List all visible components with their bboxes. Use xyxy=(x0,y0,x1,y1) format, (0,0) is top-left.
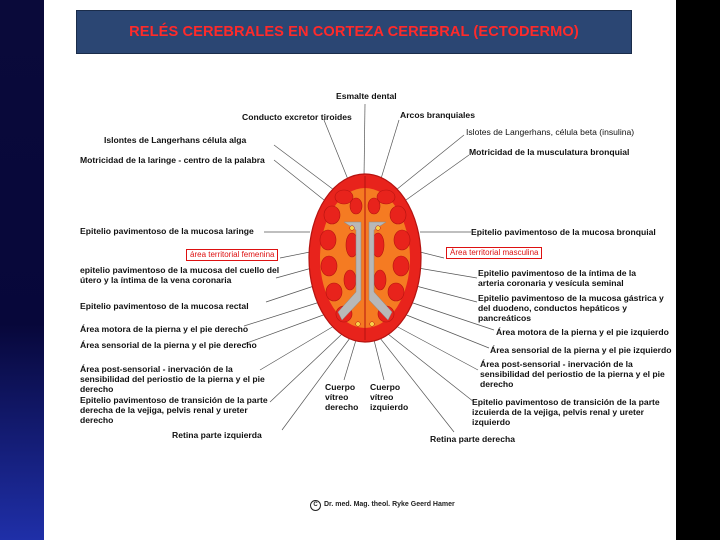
label-islotes-beta: Islotes de Langerhans, célula beta (insu… xyxy=(466,127,635,137)
tag-area-masculina: Área territorial masculina xyxy=(446,247,543,259)
label-post-sensorial-izquierdo: Área post-sensorial - inervación de la s… xyxy=(480,359,665,389)
copyright-text: Dr. med. Mag. theol. Ryke Geerd Hamer xyxy=(324,501,455,508)
relay-blobs xyxy=(319,189,411,323)
label-epitelio-vejiga-izquierdo: Epitelio pavimentoso de transición de la… xyxy=(472,397,660,427)
right-decor-bar xyxy=(676,0,720,540)
relay-blob xyxy=(392,255,410,277)
relay-blob xyxy=(349,197,363,215)
relay-blob xyxy=(367,197,381,215)
leader-line xyxy=(243,313,327,345)
label-sensorial-izquierdo: Área sensorial de la pierna y el pie izq… xyxy=(490,345,672,355)
eye-marker xyxy=(369,321,375,327)
label-epitelio-bronquial: Epitelio pavimentoso de la mucosa bronqu… xyxy=(471,227,656,237)
relay-blob xyxy=(376,189,396,205)
leader-line xyxy=(259,325,335,371)
grey-zone-left xyxy=(337,221,362,321)
title-box: RELÉS CEREBRALES EN CORTEZA CEREBRAL (EC… xyxy=(76,10,632,54)
copyright-icon: C xyxy=(310,500,321,511)
leader-lines xyxy=(243,103,495,433)
leader-line xyxy=(415,285,478,303)
relay-blob xyxy=(334,189,354,205)
leader-line xyxy=(395,134,465,191)
slide: RELÉS CEREBRALES EN CORTEZA CEREBRAL (EC… xyxy=(44,0,676,540)
leader-line xyxy=(279,251,311,259)
left-decor-bar xyxy=(0,0,44,540)
label-conducto-excretor: Conducto excretor tiroides xyxy=(242,112,352,122)
leader-line xyxy=(405,154,470,201)
label-epitelio-arteria-coronaria: Epitelio pavimentoso de la íntima de la … xyxy=(478,268,637,288)
brain-diagram xyxy=(243,103,495,433)
leader-line xyxy=(343,339,357,381)
label-islotes-alfa: Islontes de Langerhans célula alga xyxy=(104,135,247,145)
leader-line xyxy=(379,119,400,183)
brain-oval xyxy=(308,173,422,343)
leader-line xyxy=(395,325,479,371)
label-motricidad-laringe: Motricidad de la laringe - centro de la … xyxy=(80,155,265,165)
relay-blob xyxy=(387,282,405,302)
leader-line xyxy=(379,337,455,433)
label-cuerpo-vitreo-izquierdo: Cuerpo vítreo izquierdo xyxy=(370,382,409,412)
label-epitelio-cuello-utero: epitelio pavimentoso de la mucosa del cu… xyxy=(80,265,280,285)
leader-line xyxy=(417,267,478,279)
leader-line xyxy=(273,144,335,191)
leader-line xyxy=(281,337,351,431)
label-epitelio-rectal: Epitelio pavimentoso de la mucosa rectal xyxy=(80,301,249,311)
leader-line xyxy=(265,285,315,303)
leader-line xyxy=(409,301,495,331)
label-post-sensorial-derecho: Área post-sensorial - inervación de la s… xyxy=(80,364,265,394)
label-sensorial-derecho: Área sensorial de la pierna y el pie der… xyxy=(80,340,257,350)
leader-line xyxy=(273,159,325,201)
label-epitelio-laringe: Epitelio pavimentoso de la mucosa laring… xyxy=(80,226,254,236)
label-motora-pierna-izquierdo: Área motora de la pierna y el pie izquie… xyxy=(496,327,669,337)
label-esmalte-dental: Esmalte dental xyxy=(336,91,397,101)
leader-line xyxy=(323,119,350,183)
label-retina-izquierda: Retina parte izquierda xyxy=(172,430,262,440)
label-arcos-branquiales: Arcos branquiales xyxy=(400,110,475,120)
label-motora-pierna-derecho: Área motora de la pierna y el pie derech… xyxy=(80,324,249,334)
eye-markers xyxy=(349,225,381,327)
relay-blob xyxy=(389,205,407,225)
eye-marker xyxy=(355,321,361,327)
label-cuerpo-vitreo-derecho: Cuerpo vítreo derecho xyxy=(325,382,359,412)
label-motricidad-bronquial: Motricidad de la musculatura bronquial xyxy=(469,147,630,157)
leader-line xyxy=(403,313,490,349)
relay-blob xyxy=(373,269,387,291)
relay-blob xyxy=(319,229,337,251)
grey-territory xyxy=(337,221,393,321)
grey-zone-right xyxy=(368,221,393,321)
leader-line xyxy=(363,103,366,179)
label-retina-derecha: Retina parte derecha xyxy=(430,434,516,444)
eye-marker xyxy=(349,225,355,231)
label-epitelio-vejiga-derecho: Epitelio pavimentoso de transición de la… xyxy=(80,395,268,425)
leader-line xyxy=(269,333,343,403)
relay-blob xyxy=(393,229,411,251)
relay-blob xyxy=(343,269,357,291)
leader-line xyxy=(275,267,313,279)
label-epitelio-gastrica: Epitelio pavimentoso de la mucosa gástri… xyxy=(478,293,664,323)
relay-blob xyxy=(325,282,343,302)
relay-blob xyxy=(323,205,341,225)
eye-marker xyxy=(375,225,381,231)
relay-blob xyxy=(320,255,338,277)
leader-line xyxy=(387,333,475,403)
tag-area-femenina: área territorial femenina xyxy=(186,249,279,261)
leader-line xyxy=(243,301,321,327)
slide-title: RELÉS CEREBRALES EN CORTEZA CEREBRAL (EC… xyxy=(129,24,579,40)
leader-line xyxy=(373,339,385,381)
leader-line xyxy=(419,251,445,259)
